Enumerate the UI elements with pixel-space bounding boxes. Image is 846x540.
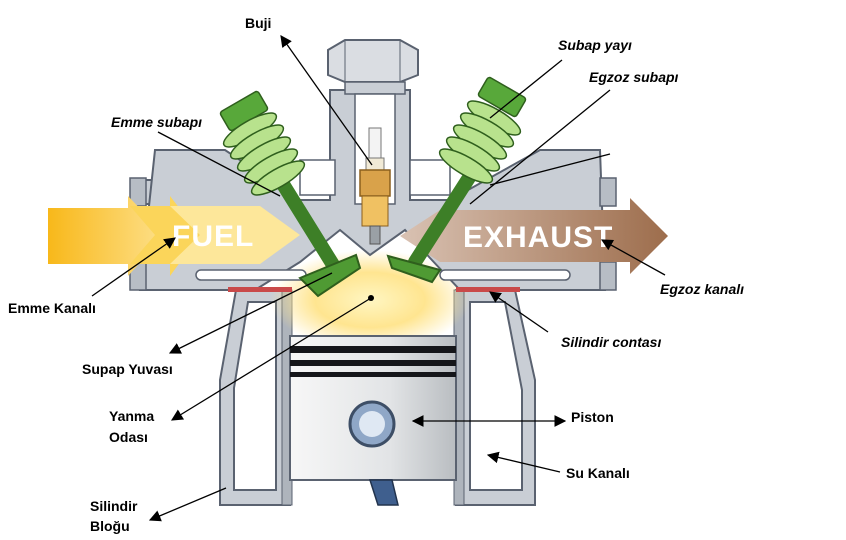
intake-valve (219, 90, 362, 298)
label-spark-plug: Buji (245, 15, 271, 31)
exhaust-valve-spring (438, 76, 527, 184)
fuel-text: FUEL (172, 220, 254, 253)
spark-plug (359, 127, 391, 245)
label-exhaust-port: Egzoz kanalı (660, 281, 744, 297)
label-intake-port: Emme Kanalı (8, 300, 96, 316)
label-valve-spring: Subap yayı (558, 37, 632, 53)
spark-plug-tower (327, 39, 419, 245)
label-combustion-chamber-1: Yanma (109, 408, 154, 424)
label-piston: Piston (571, 409, 614, 425)
head-gasket-left (228, 287, 292, 292)
label-combustion-chamber-2: Odası (109, 429, 148, 445)
exhaust-flow-arrow: EXHAUST (400, 198, 668, 274)
exhaust-text: EXHAUST (463, 221, 613, 254)
label-cylinder-block-1: Silindir (90, 498, 138, 514)
head-gasket-right (456, 287, 520, 292)
exhaust-valve (386, 76, 527, 284)
leader-lines (91, 35, 666, 522)
label-exhaust-valve: Egzoz subapı (589, 69, 679, 85)
label-valve-seat: Supap Yuvası (82, 361, 173, 377)
piston (289, 335, 457, 506)
labels: Buji Subap yayı Egzoz subapı Emme subapı… (8, 15, 744, 534)
label-cylinder-block-2: Bloğu (90, 518, 130, 534)
label-head-gasket: Silindir contası (561, 334, 661, 350)
intake-valve-spring (219, 90, 306, 196)
label-intake-valve: Emme subapı (111, 114, 202, 130)
fuel-flow-arrow: FUEL (48, 196, 300, 276)
label-water-jacket: Su Kanalı (566, 465, 630, 481)
connecting-rod (368, 479, 399, 506)
